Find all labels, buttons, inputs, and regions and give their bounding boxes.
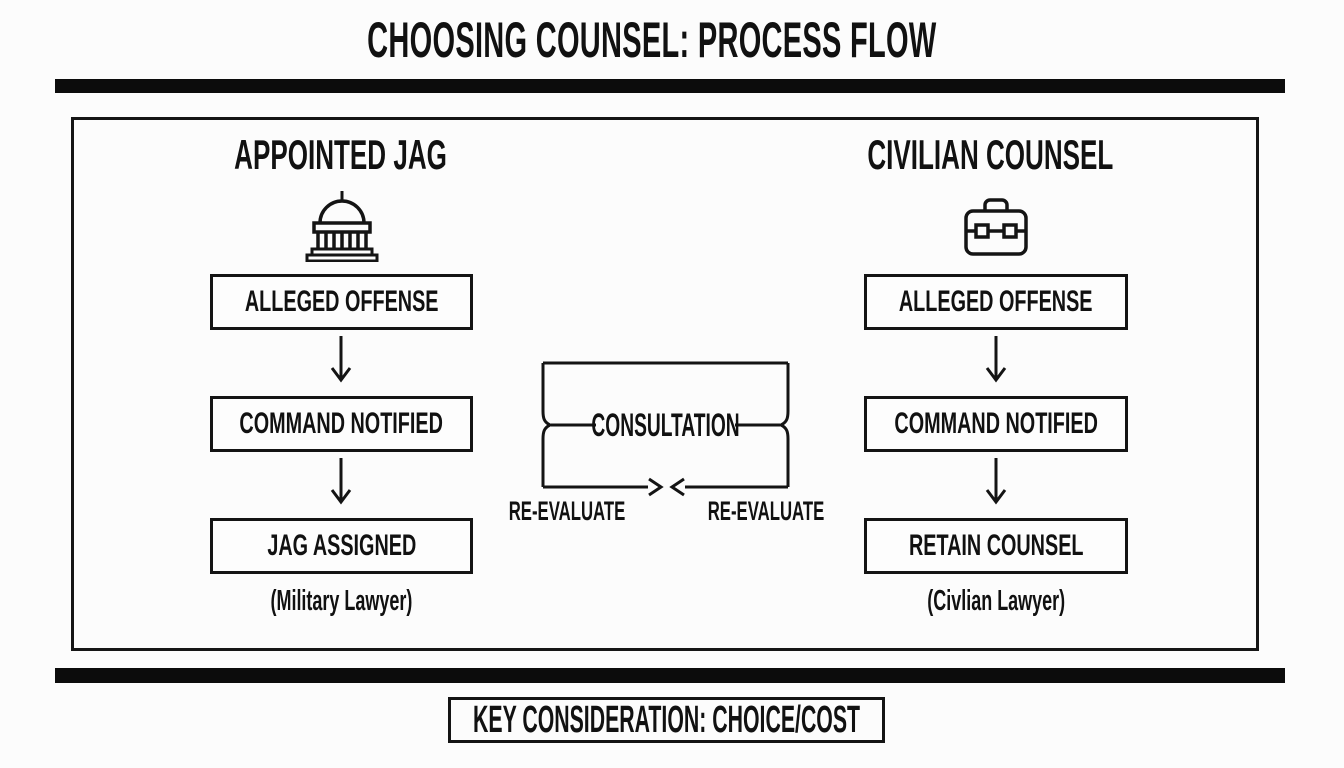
caption-civilian-lawyer: (Civlian Lawyer) (927, 585, 1065, 617)
page-title: CHOOSING COUNSEL: PROCESS FLOW (0, 12, 1304, 68)
consultation-label: CONSULTATION (591, 406, 741, 443)
government-building-icon (305, 191, 379, 262)
step-box-jag-assigned: JAG ASSIGNED (210, 518, 473, 574)
re-evaluate-label-right: RE-EVALUATE (707, 496, 825, 526)
step-box-retain-counsel: RETAIN COUNSEL (864, 518, 1128, 574)
down-arrow-icon (330, 458, 352, 505)
step-box-alleged-offense-jag: ALLEGED OFFENSE (210, 274, 473, 330)
bottom-divider-bar (55, 668, 1285, 683)
top-divider-bar (55, 79, 1285, 93)
column-header-appointed-jag: APPOINTED JAG (234, 131, 448, 178)
step-box-command-notified-jag: COMMAND NOTIFIED (210, 396, 473, 452)
step-box-alleged-offense-civilian: ALLEGED OFFENSE (864, 274, 1128, 330)
down-arrow-icon (985, 458, 1007, 505)
page-title-text: CHOOSING COUNSEL: PROCESS FLOW (367, 12, 937, 68)
consultation-loop-shape (541, 361, 790, 497)
briefcase-icon (964, 198, 1028, 256)
column-header-civilian-counsel: CIVILIAN COUNSEL (867, 131, 1113, 178)
main-diagram-frame (71, 117, 1259, 651)
re-evaluate-label-left: RE-EVALUATE (508, 496, 626, 526)
key-consideration-box: KEY CONSIDERATION: CHOICE/COST (448, 697, 885, 743)
down-arrow-icon (330, 336, 352, 383)
down-arrow-icon (985, 336, 1007, 383)
caption-military-lawyer: (Military Lawyer) (270, 585, 412, 617)
step-box-command-notified-civilian: COMMAND NOTIFIED (864, 396, 1128, 452)
